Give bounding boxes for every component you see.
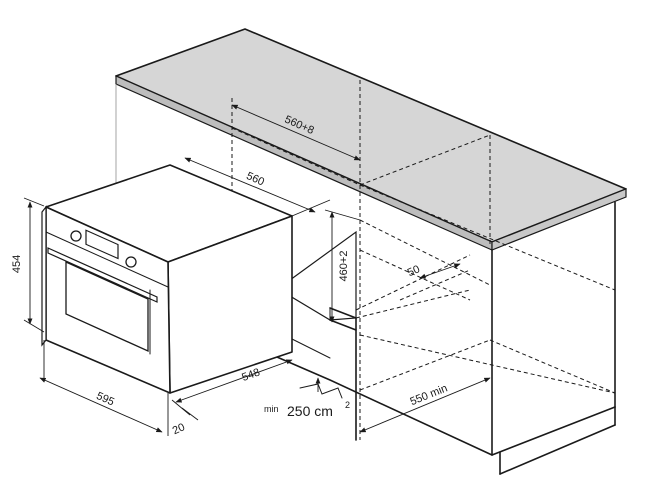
oven-front-frame: [41, 205, 47, 347]
label-front-offset: 20: [171, 421, 187, 437]
label-oven-height: 454: [11, 255, 23, 273]
label-niche-depth: 550 min: [408, 382, 449, 408]
label-vent-area-exponent: 2: [345, 400, 350, 410]
dimension-lines: [23, 104, 491, 436]
countertop-side-edge: [491, 188, 627, 251]
dimension-labels: 454 560+8 560 460+2 50 595 548 20 min 25…: [11, 113, 449, 437]
label-oven-depth: 548: [240, 366, 261, 384]
control-display: [85, 229, 119, 260]
oven-door-window: [65, 260, 149, 353]
label-oven-body-width: 560: [244, 170, 266, 188]
oven: [41, 164, 293, 394]
knob-left-icon[interactable]: [70, 230, 82, 242]
knob-right-icon[interactable]: [125, 256, 137, 268]
label-vent-area-prefix: min: [264, 404, 279, 414]
label-vent-area-value: 250 cm: [287, 403, 333, 419]
oven-door-handle[interactable]: [47, 247, 158, 303]
label-niche-height: 460+2: [338, 251, 350, 282]
label-oven-width: 595: [94, 390, 116, 408]
label-vent-depth: 50: [406, 263, 422, 279]
